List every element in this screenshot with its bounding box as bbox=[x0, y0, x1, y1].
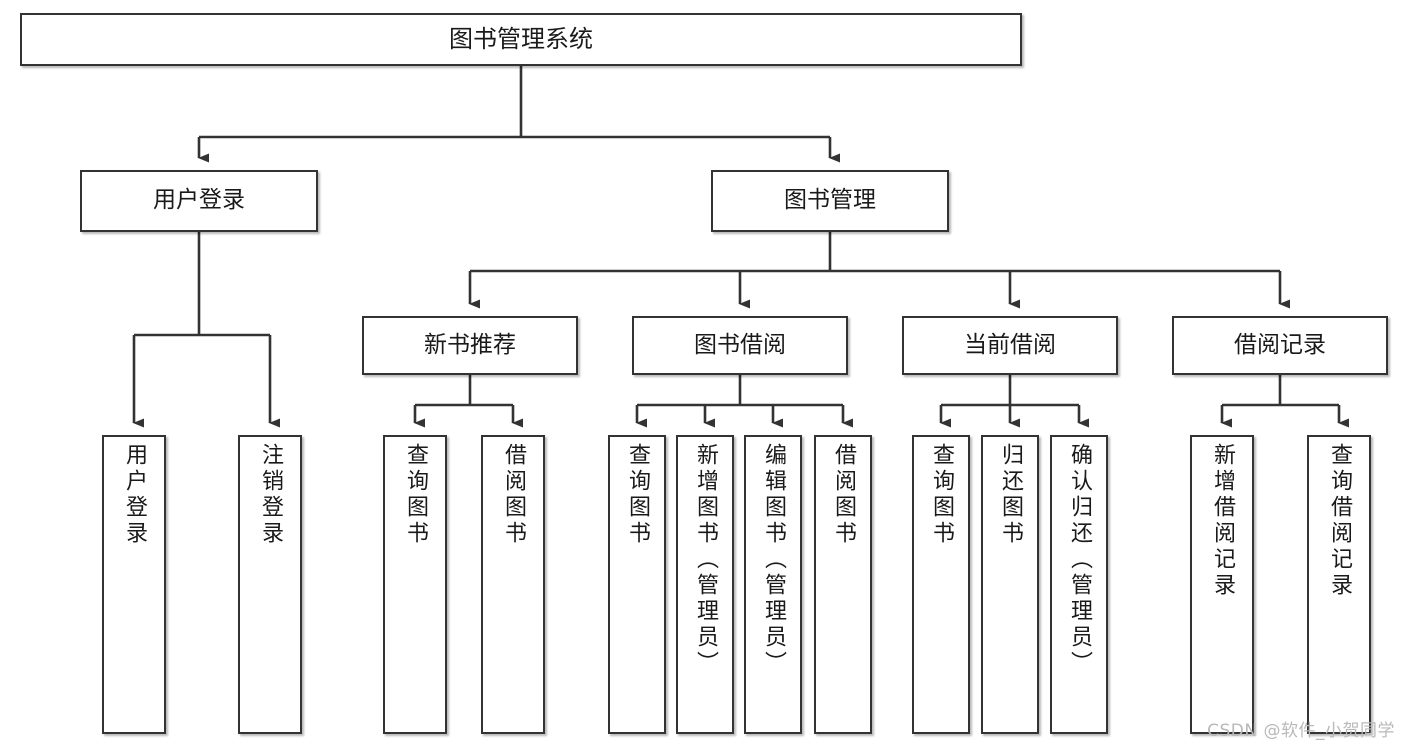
leaf-borrow-book-borrow[interactable]: 借阅图书 bbox=[814, 435, 872, 734]
leaf-query-book-borrow[interactable]: 查询图书 bbox=[608, 435, 666, 734]
node-label: 新书推荐 bbox=[424, 331, 516, 358]
node-label: 新增图书（管理员） bbox=[693, 443, 718, 677]
node-label: 查询图书 bbox=[929, 443, 954, 547]
node-root-system[interactable]: 图书管理系统 bbox=[20, 13, 1022, 66]
node-label: 当前借阅 bbox=[964, 331, 1056, 358]
watermark: CSDN @软件_小贺同学 bbox=[1207, 721, 1395, 741]
node-label: 查询图书 bbox=[625, 443, 650, 547]
node-label: 图书管理 bbox=[784, 187, 876, 214]
node-label: 注销登录 bbox=[258, 443, 283, 547]
leaf-query-book-recommend[interactable]: 查询图书 bbox=[383, 435, 447, 734]
node-label: 图书借阅 bbox=[694, 331, 786, 358]
node-label: 借阅记录 bbox=[1234, 331, 1326, 358]
leaf-add-borrow-record[interactable]: 新增借阅记录 bbox=[1190, 435, 1254, 734]
node-label: 归还图书 bbox=[998, 443, 1023, 547]
node-book-borrow[interactable]: 图书借阅 bbox=[632, 316, 848, 375]
node-label: 确认归还（管理员） bbox=[1067, 443, 1092, 677]
node-label: 新增借阅记录 bbox=[1210, 443, 1235, 599]
node-user-login[interactable]: 用户登录 bbox=[80, 170, 318, 232]
node-book-manage[interactable]: 图书管理 bbox=[711, 170, 949, 232]
leaf-query-book-current[interactable]: 查询图书 bbox=[912, 435, 970, 734]
leaf-borrow-book-recommend[interactable]: 借阅图书 bbox=[481, 435, 545, 734]
node-current-borrow[interactable]: 当前借阅 bbox=[902, 316, 1118, 375]
leaf-query-borrow-record[interactable]: 查询借阅记录 bbox=[1307, 435, 1371, 734]
node-label: 借阅图书 bbox=[501, 443, 526, 547]
leaf-user-login[interactable]: 用户登录 bbox=[102, 435, 166, 734]
leaf-edit-book[interactable]: 编辑图书（管理员） bbox=[744, 435, 802, 734]
node-label: 用户登录 bbox=[122, 443, 147, 547]
leaf-logout-login[interactable]: 注销登录 bbox=[238, 435, 302, 734]
node-label: 借阅图书 bbox=[831, 443, 856, 547]
node-label: 用户登录 bbox=[153, 187, 245, 214]
node-label: 编辑图书（管理员） bbox=[761, 443, 786, 677]
node-label: 图书管理系统 bbox=[449, 25, 593, 54]
leaf-return-book[interactable]: 归还图书 bbox=[981, 435, 1039, 734]
leaf-add-book[interactable]: 新增图书（管理员） bbox=[676, 435, 734, 734]
node-label: 查询图书 bbox=[403, 443, 428, 547]
node-label: 查询借阅记录 bbox=[1327, 443, 1352, 599]
leaf-confirm-return[interactable]: 确认归还（管理员） bbox=[1050, 435, 1108, 734]
node-borrow-record[interactable]: 借阅记录 bbox=[1172, 316, 1388, 375]
node-new-book-recommend[interactable]: 新书推荐 bbox=[362, 316, 578, 375]
